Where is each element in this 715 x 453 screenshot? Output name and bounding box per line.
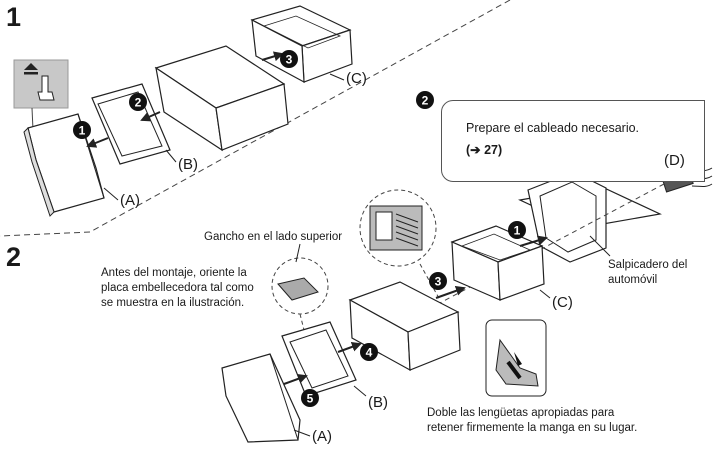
label-c-step2: (C)	[552, 294, 573, 311]
mounting-sleeve-c-step2	[450, 225, 545, 301]
arrow-step1-1	[86, 137, 109, 148]
svg-text:4: 4	[366, 346, 373, 360]
arrow-step2-5	[283, 374, 308, 385]
leader-a	[103, 187, 119, 201]
faceplate-a-step1	[23, 113, 105, 217]
dashboard-panel	[518, 171, 662, 263]
marker-2-step1: 2	[129, 93, 147, 111]
label-d: (D)	[664, 152, 685, 169]
dashboard-note-line1: Salpicadero del	[608, 259, 688, 271]
label-b-step1: (B)	[178, 156, 198, 173]
arrow-step1-2	[140, 111, 161, 122]
marker-3-step1: 3	[280, 50, 298, 68]
leader-c	[329, 73, 345, 81]
label-a-step2: (A)	[312, 428, 332, 445]
wiring-callout-box: Prepare el cableado necesario. (➔ 27)	[441, 100, 705, 182]
callout-text: Prepare el cableado necesario.	[466, 121, 640, 135]
mounting-sleeve-c-step1	[250, 5, 353, 84]
arrow-step2-4	[337, 342, 362, 353]
svg-text:1: 1	[514, 224, 521, 238]
leader-b2	[353, 385, 367, 397]
svg-text:2: 2	[422, 94, 429, 108]
eject-button-illustration	[13, 59, 69, 153]
before-mount-note-line3: se muestra en la ilustración.	[101, 297, 245, 309]
hook-top-note: Gancho en el lado superior	[204, 231, 343, 243]
svg-text:5: 5	[307, 392, 314, 406]
leader-a2	[293, 429, 311, 437]
arrow-step1-3	[261, 51, 284, 62]
radio-unit-step2	[348, 281, 461, 372]
before-mount-note-line2: placa embellecedora tal como	[101, 282, 254, 294]
sleeve-detail-zoom	[359, 189, 441, 301]
arrow-step2-1	[519, 235, 548, 247]
step-number-2: 2	[6, 242, 22, 272]
trim-plate-b-step2	[281, 321, 357, 397]
svg-text:3: 3	[286, 53, 293, 67]
hook-detail-zoom	[271, 243, 329, 331]
divider-dashed-line	[0, 231, 91, 237]
trim-plate-b-step1	[91, 83, 171, 165]
label-b-step2: (B)	[368, 394, 388, 411]
bend-tabs-note-line1: Doble las lengüetas apropiadas para	[427, 407, 615, 419]
svg-text:2: 2	[135, 96, 142, 110]
faceplate-a-step2	[221, 353, 301, 443]
marker-1-step2: 1	[508, 221, 526, 239]
svg-text:3: 3	[435, 275, 442, 289]
callout-page-ref: (➔ 27)	[466, 143, 503, 157]
wire-dashed-line	[437, 183, 665, 305]
marker-4-step2: 4	[360, 343, 378, 361]
svg-text:1: 1	[79, 124, 86, 138]
step-number-1: 1	[6, 2, 22, 32]
hand-press-detail	[485, 319, 547, 397]
label-a-step1: (A)	[120, 192, 140, 209]
leader-c2	[539, 289, 551, 299]
leader-dashboard	[589, 235, 611, 257]
radio-unit-step1	[154, 45, 289, 152]
bend-tabs-note-line2: retener firmemente la manga en su lugar.	[427, 422, 638, 434]
marker-1-step1: 1	[73, 121, 91, 139]
label-c-step1: (C)	[346, 70, 367, 87]
marker-3-step2: 3	[429, 272, 447, 290]
leader-b	[165, 149, 177, 163]
marker-5-step2: 5	[301, 389, 319, 407]
marker-2-wiring: 2	[416, 91, 434, 109]
arrow-step2-3	[435, 285, 466, 299]
dashboard-note-line2: automóvil	[608, 274, 658, 286]
before-mount-note-line1: Antes del montaje, oriente la	[101, 267, 247, 279]
